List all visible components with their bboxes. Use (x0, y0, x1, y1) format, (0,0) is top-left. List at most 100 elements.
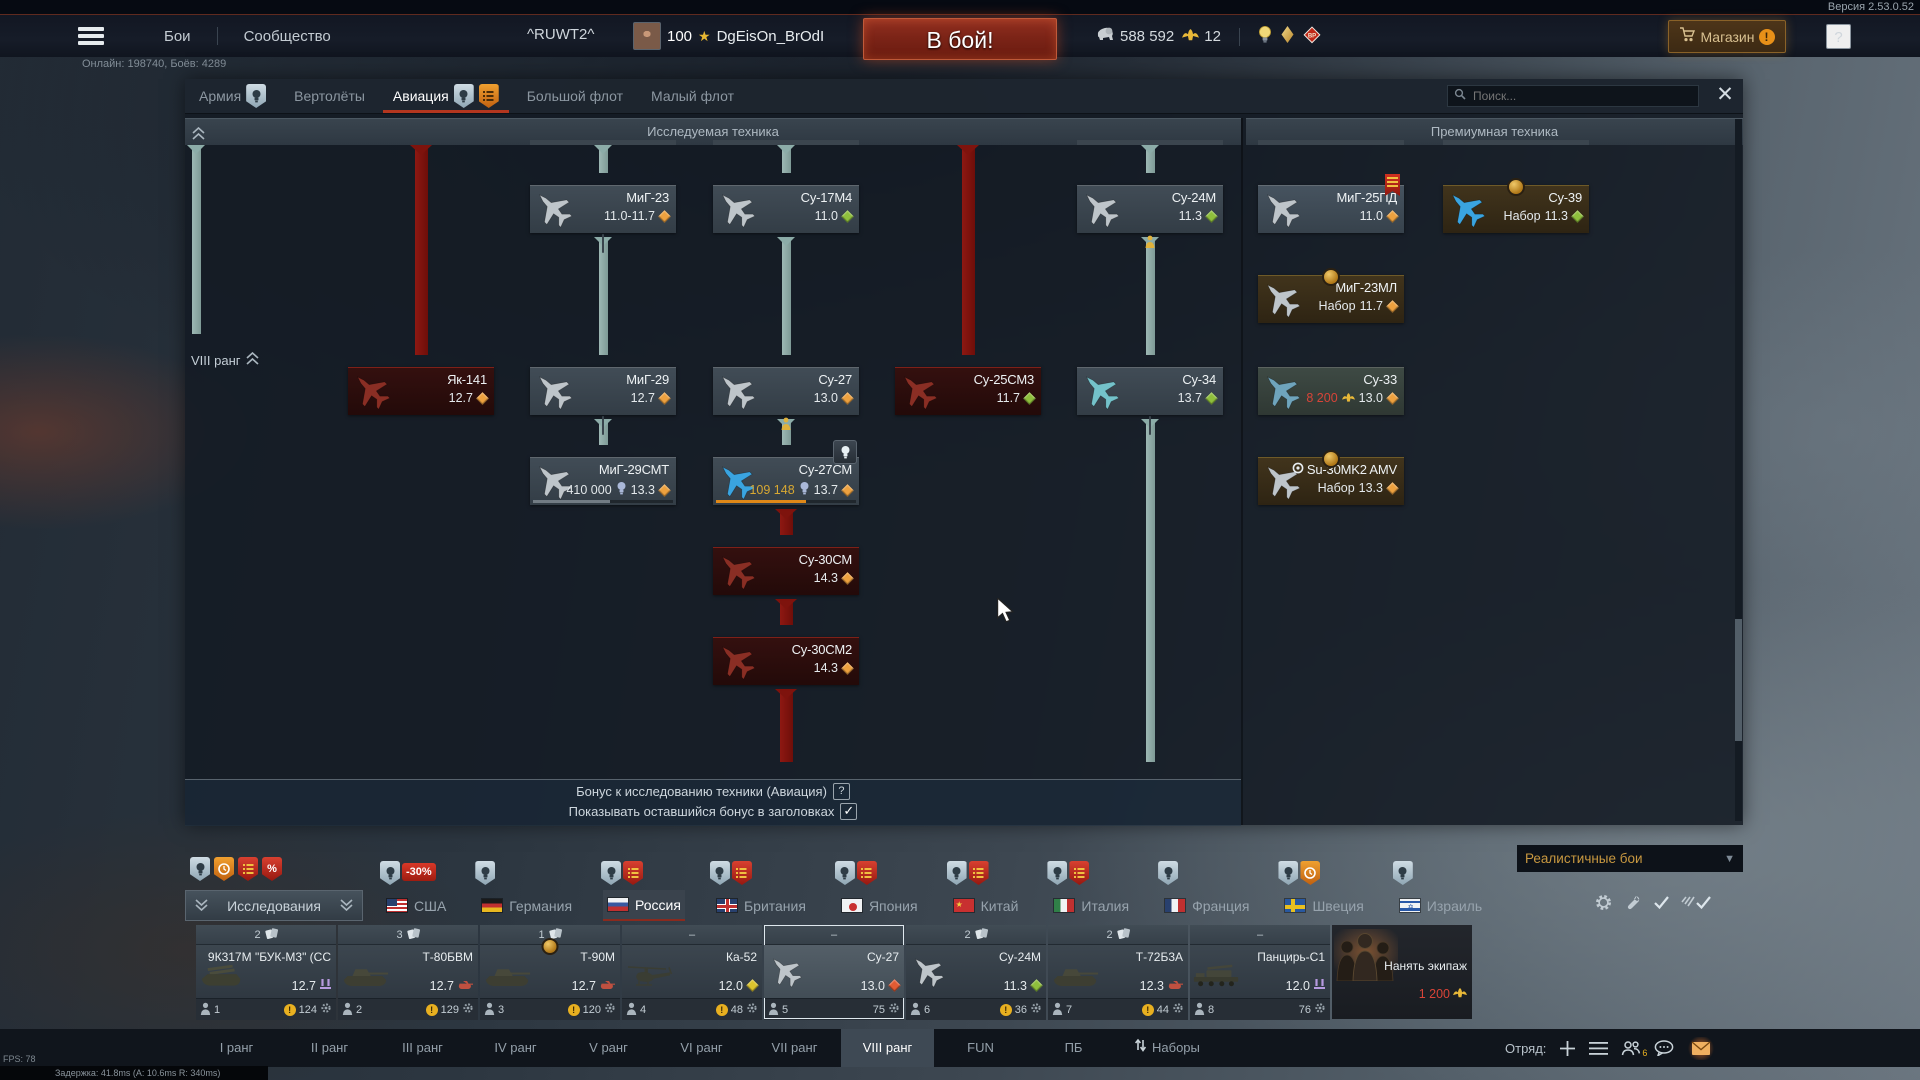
nation-tab-chn[interactable]: ★Китай (946, 861, 1023, 921)
help-button[interactable]: ? (1826, 24, 1851, 49)
rank-tab-v-ранг[interactable]: V ранг (589, 1040, 628, 1055)
nation-tab-gbr[interactable]: Британия (709, 861, 810, 921)
nation-tab-usa[interactable]: -30%США (380, 861, 450, 921)
multicheck-icon[interactable] (1681, 895, 1712, 915)
gear-icon[interactable] (1594, 893, 1613, 917)
help-icon[interactable]: ? (832, 783, 850, 800)
crew-gear-icon[interactable] (888, 1002, 900, 1017)
rank-tab-iii-ранг[interactable]: III ранг (402, 1040, 443, 1055)
nation-tab-ger[interactable]: Германия (475, 861, 576, 921)
rank-tab-пб[interactable]: ПБ (1064, 1040, 1083, 1055)
crew-gear-icon[interactable] (746, 1002, 758, 1017)
nation-tab-swe[interactable]: Швеция (1278, 861, 1367, 921)
mail-icon[interactable] (1687, 1036, 1716, 1060)
scrollbar-track[interactable] (1735, 119, 1742, 821)
nation-tab-fra[interactable]: Франция (1158, 861, 1253, 921)
crew-gear-icon[interactable] (462, 1002, 474, 1017)
golden-eagles[interactable]: 12 (1182, 28, 1221, 45)
crew-gear-icon[interactable] (320, 1002, 332, 1017)
crew-gear-icon[interactable] (604, 1002, 616, 1017)
vehicle-name: Су-27 (866, 950, 899, 964)
clan-tag[interactable]: ^RUWT2^ (527, 26, 595, 43)
rank-tab-vii-ранг[interactable]: VII ранг (771, 1040, 818, 1055)
nation-tab-rus[interactable]: Россия (601, 861, 685, 921)
battle-mode-select[interactable]: Реалистичные бои ▼ (1517, 845, 1743, 872)
rank-tab-viii-ранг[interactable]: VIII ранг (841, 1029, 934, 1067)
aircraft-image (1259, 370, 1305, 418)
crew-gear-icon[interactable] (1314, 1002, 1326, 1017)
nav-community[interactable]: Сообщество (243, 27, 331, 45)
tab-большой-флот[interactable]: Большой флот (513, 79, 637, 113)
squad-add-icon[interactable] (1559, 1040, 1576, 1057)
talisman-icon[interactable] (1280, 26, 1295, 47)
rank-tab-i-ранг[interactable]: I ранг (219, 1040, 254, 1055)
silver-lions[interactable]: 588 592 (1095, 26, 1174, 47)
vehicle-name: Панцирь-С1 (1257, 950, 1325, 964)
shop-button[interactable]: Магазин ! (1668, 20, 1786, 53)
nation-tab-jpn[interactable]: Япония (834, 861, 922, 921)
menu-button[interactable] (78, 27, 104, 45)
rank-tab-iv-ранг[interactable]: IV ранг (494, 1040, 537, 1055)
person-icon (200, 1002, 211, 1018)
nation-label: США (414, 897, 447, 914)
scrollbar-thumb[interactable] (1735, 619, 1742, 741)
nation-tab-isr[interactable]: ✡Израиль (1392, 861, 1486, 921)
nav-battles[interactable]: Бои (164, 27, 191, 45)
search-box[interactable] (1447, 85, 1699, 107)
research-bulb-icon[interactable] (1258, 25, 1272, 48)
rank-tab-fun[interactable]: FUN (967, 1040, 994, 1055)
crew-gear-icon[interactable] (1172, 1002, 1184, 1017)
rank-row-label[interactable]: VIII ранг (191, 351, 260, 369)
chat-icon[interactable] (1654, 1040, 1674, 1056)
close-icon[interactable]: ✕ (1716, 83, 1734, 106)
battle-tasks-icon[interactable] (1589, 1041, 1609, 1056)
rank-tab-наборы[interactable]: Наборы (1120, 1029, 1214, 1067)
check-icon[interactable] (1653, 895, 1670, 915)
search-input[interactable] (1471, 88, 1692, 104)
collapse-up-icon[interactable] (190, 124, 206, 140)
research-mode-button[interactable]: Исследования (185, 890, 363, 921)
battlepass-icon[interactable]: BP (1303, 25, 1321, 48)
tab-малый-флот[interactable]: Малый флот (637, 79, 748, 113)
to-battle-button[interactable]: В бой! (863, 18, 1057, 60)
player-info[interactable]: 100 ★ DgEisOn_BrOdI (633, 22, 824, 50)
wrench-icon[interactable] (1624, 894, 1642, 917)
tab-авиация[interactable]: Авиация (379, 79, 513, 113)
rank-tab-ii-ранг[interactable]: II ранг (310, 1040, 349, 1055)
br-diamond-icon (1205, 209, 1218, 223)
crew-gear-icon[interactable] (1030, 1002, 1042, 1017)
show-bonus-checkbox[interactable]: ✓ (840, 803, 858, 820)
tab-армия[interactable]: Армия (185, 79, 280, 113)
rank-tab-vi-ранг[interactable]: VI ранг (680, 1040, 723, 1055)
nation-tab-ita[interactable]: Италия (1047, 861, 1133, 921)
contacts-icon[interactable]: 6 (1621, 1040, 1647, 1058)
tab-вертолёты[interactable]: Вертолёты (280, 79, 379, 113)
